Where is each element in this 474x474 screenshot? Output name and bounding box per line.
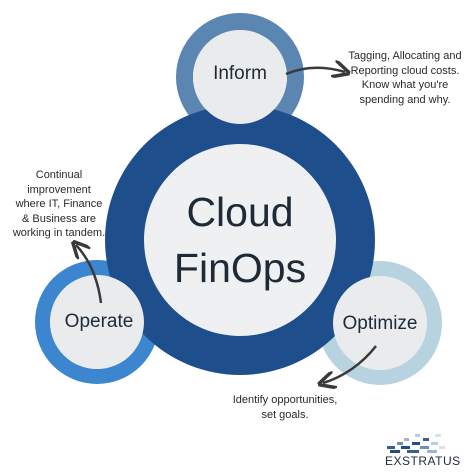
optimize-node-front [333,276,427,370]
inform-label: Inform [213,63,267,84]
operate-label: Operate [64,311,134,332]
operate-disc-front [50,275,144,369]
optimize-disc-front [333,276,427,370]
inform-note: Tagging, Allocating and Reporting cloud … [340,49,470,107]
inform-node-front [193,30,287,124]
inform-arrow [285,68,345,74]
center-title-line: Cloud [186,189,294,235]
note-line: Continual [35,169,83,181]
note-line: set goals. [261,408,309,421]
bar-graph-logo-icon [387,434,445,453]
note-line: Reporting cloud costs. [350,64,460,77]
operate-note: Continual improvement where IT, Finance … [4,168,114,241]
brand-name: EXSTRATUS [385,454,461,468]
center-disc [144,144,336,336]
optimize-label: Optimize [342,313,418,334]
inform-disc-front [193,30,287,124]
note-line: & Business are [22,212,96,225]
note-line: Know what you're [361,79,449,91]
note-line: spending and why. [359,93,451,106]
note-line: working in tandem. [12,227,106,239]
note-line: where IT, Finance [15,198,103,210]
note-line: improvement [27,183,91,196]
operate-node-front [50,275,144,369]
operate-arrow [76,245,103,304]
optimize-arrow [323,345,377,383]
center-title: Cloud FinOps [160,184,320,296]
brand-logo: EXSTRATUS [385,433,469,469]
center-title-line: FinOps [173,245,307,291]
center-node [105,105,375,375]
optimize-note: Identify opportunities, set goals. [210,393,360,422]
note-line: Tagging, Allocating and [348,50,462,62]
note-line: Identify opportunities, [232,394,338,406]
